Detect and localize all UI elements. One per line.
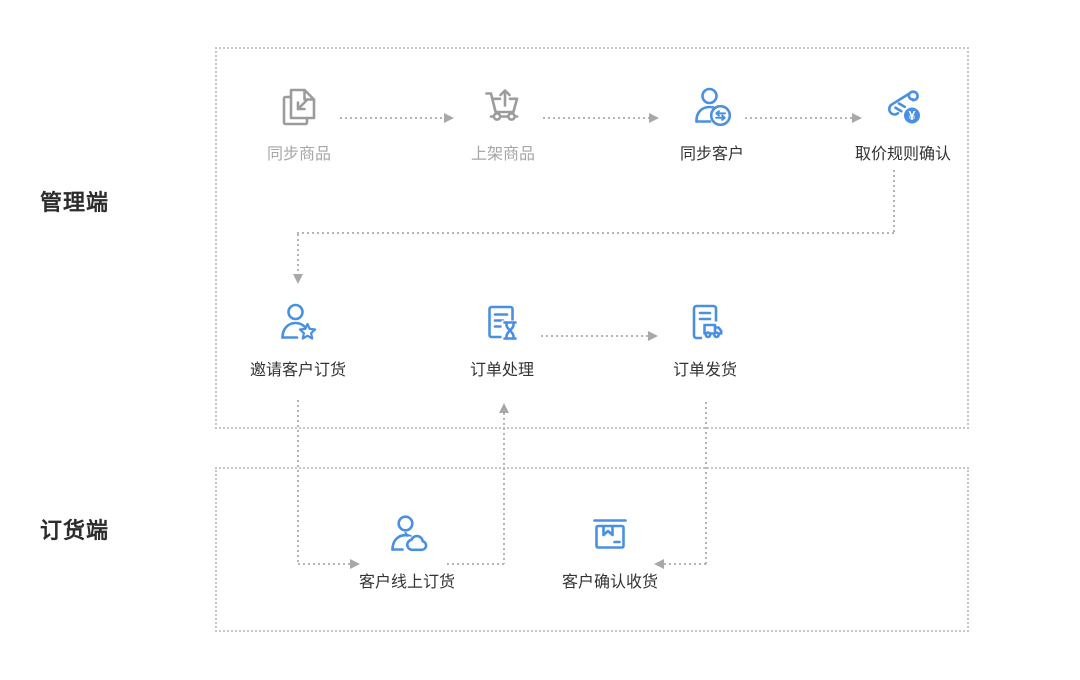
- step-label: 同步客户: [679, 146, 744, 163]
- arrowhead-right-icon: [648, 331, 658, 341]
- connector-invite-down-segment: [297, 400, 299, 564]
- management-zone-box: [215, 47, 969, 429]
- step-label: 同步商品: [266, 146, 331, 163]
- step-order-shipping: 订单发货: [635, 300, 775, 380]
- step-customer-online-order: 客户线上订货: [337, 512, 477, 592]
- connector-online-order-up-segment: [503, 413, 505, 564]
- user-sync-icon: [695, 87, 732, 127]
- step-label: 邀请客户订货: [249, 362, 346, 379]
- scroll-yen-icon: ¥: [888, 90, 922, 126]
- step-price-rule-confirm: ¥ 取价规则确认: [833, 84, 973, 164]
- connector-online-order-horizontal-segment: [447, 563, 504, 565]
- connector-sync-customers-to-price-rule: [745, 117, 852, 119]
- ordering-zone-box: [215, 467, 969, 632]
- arrowhead-right-icon: [444, 113, 454, 123]
- step-sync-customers: 同步客户: [642, 84, 782, 164]
- user-star-icon: [281, 303, 317, 340]
- package-icon: [593, 519, 627, 549]
- connector-invite-horizontal-segment: [298, 563, 350, 565]
- connector-sync-products-to-list-products: [340, 117, 444, 119]
- user-cloud-icon: [391, 515, 428, 552]
- connector-shipping-down-segment: [705, 402, 707, 564]
- arrowhead-right-icon: [649, 113, 659, 123]
- document-hourglass-icon: [488, 305, 520, 341]
- arrowhead-right-icon: [350, 559, 360, 569]
- section-label-ordering: 订货端: [40, 518, 110, 543]
- arrowhead-left-icon: [654, 559, 664, 569]
- step-sync-products: 同步商品: [229, 84, 369, 164]
- step-invite-customers: 邀请客户订货: [228, 300, 368, 380]
- connector-shipping-horizontal-segment: [664, 563, 706, 565]
- connector-price-rule-down-segment: [893, 170, 895, 232]
- connector-list-products-to-sync-customers: [543, 117, 649, 119]
- arrowhead-up-icon: [499, 403, 509, 413]
- step-order-processing: 订单处理: [432, 300, 572, 380]
- connector-order-processing-to-order-shipping: [541, 335, 648, 337]
- document-truck-icon: [692, 304, 724, 340]
- step-label: 订单处理: [469, 362, 534, 379]
- step-list-products: 上架商品: [433, 84, 573, 164]
- section-label-management: 管理端: [40, 190, 110, 215]
- step-label: 上架商品: [470, 146, 535, 163]
- step-label: 客户线上订货: [358, 574, 455, 591]
- arrowhead-down-icon: [293, 274, 303, 284]
- documents-sync-icon: [282, 88, 316, 126]
- step-label: 客户确认收货: [561, 574, 658, 591]
- cart-upload-icon: [485, 89, 519, 121]
- connector-price-rule-horizontal-segment: [297, 232, 895, 234]
- step-customer-confirm-receipt: 客户确认收货: [540, 512, 680, 592]
- step-label: 取价规则确认: [854, 146, 951, 163]
- arrowhead-right-icon: [852, 113, 862, 123]
- connector-to-invite-customers-segment: [297, 234, 299, 274]
- yen-symbol: ¥: [909, 109, 916, 123]
- step-label: 订单发货: [672, 362, 737, 379]
